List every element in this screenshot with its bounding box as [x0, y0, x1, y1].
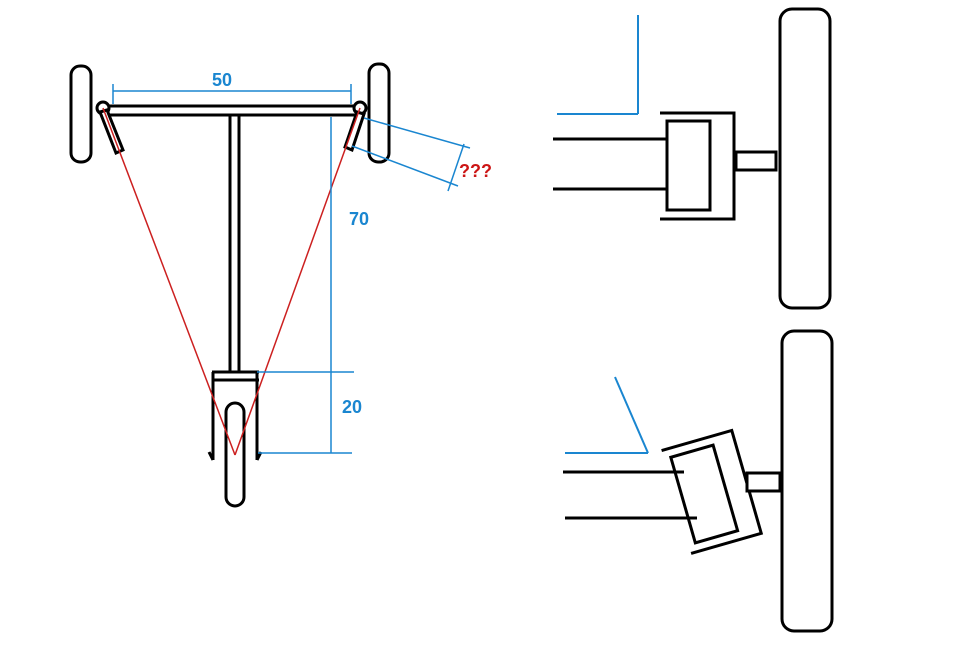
right-steering-arm	[343, 110, 366, 153]
frame-spine	[228, 115, 241, 372]
rear-fork	[207, 370, 263, 461]
turned-arm	[563, 470, 697, 520]
trike-top-view: 50 70 20 ???	[69, 62, 492, 508]
front-right-wheel	[367, 62, 391, 164]
straight-wheel	[778, 7, 832, 310]
turned-angle-reference	[565, 376, 649, 454]
ackermann-lines	[102, 107, 361, 456]
detail-straight	[553, 7, 832, 310]
width-dimension	[112, 84, 352, 104]
width-label: 50	[212, 70, 232, 90]
front-left-wheel	[69, 64, 93, 164]
turned-axle-stub	[745, 471, 782, 493]
front-axle	[106, 104, 356, 117]
turned-wheel	[780, 329, 834, 633]
straight-angle-reference	[557, 15, 639, 115]
straight-arm	[553, 137, 667, 191]
length-dimension	[257, 117, 354, 454]
rear-offset-label: 20	[342, 397, 362, 417]
length-label: 70	[349, 209, 369, 229]
detail-turned	[563, 329, 834, 633]
straight-axle-stub	[734, 150, 778, 172]
straight-bracket	[660, 111, 736, 221]
unknown-label: ???	[459, 161, 492, 181]
unknown-dimension	[351, 117, 471, 192]
